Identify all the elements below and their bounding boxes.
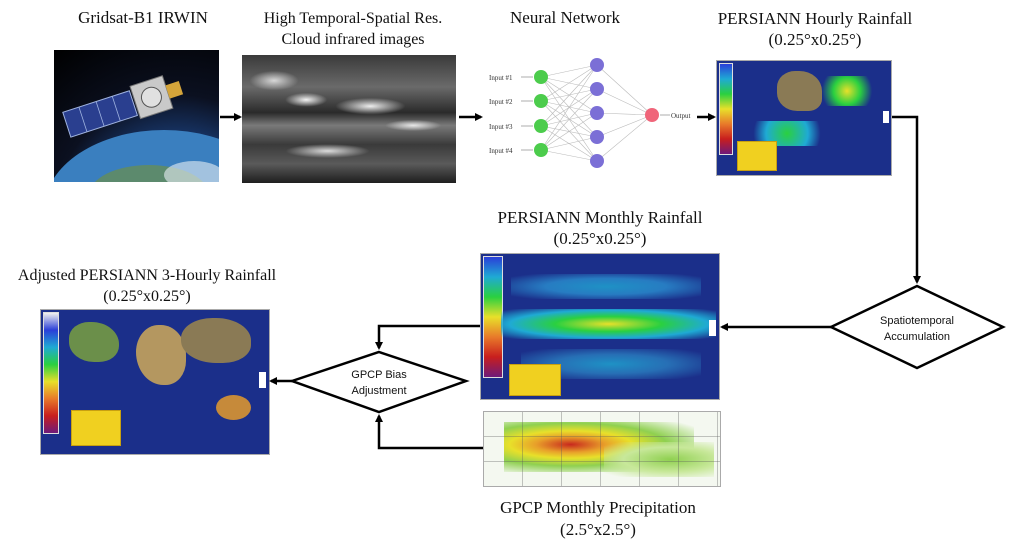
bias-adjustment-diamond <box>288 350 470 414</box>
monthly-map-zoom-control <box>709 320 716 336</box>
gpcp-map-rain-2 <box>604 442 714 477</box>
nn-output-label: Output <box>671 112 691 120</box>
arrow-hourly-to-accumulation <box>892 115 921 284</box>
cloud-title-line1: High Temporal-Spatial Res. <box>263 10 443 27</box>
monthly-map-legend <box>483 256 503 378</box>
nn-hidden-node-1 <box>590 58 604 72</box>
adjusted-map-land-na <box>69 322 119 362</box>
adjusted-title-line1: Adjusted PERSIANN 3-Hourly Rainfall <box>17 267 277 284</box>
gridsat-label: Gridsat-B1 IRWIN <box>58 8 228 28</box>
monthly-map-stats-box <box>509 364 561 396</box>
nn-input-label-1: Input #1 <box>489 74 513 82</box>
gpcp-title-line2: (2.5°x2.5°) <box>560 520 636 539</box>
arrow-monthly-to-bias <box>375 324 480 350</box>
monthly-rainfall-map <box>480 253 720 400</box>
adjusted-title-line2: (0.25°x0.25°) <box>103 288 191 305</box>
arrow-gpcp-to-bias <box>375 414 483 450</box>
cloud-infrared-image <box>242 55 456 183</box>
cloud-title-line2: Cloud infrared images <box>281 31 425 48</box>
nn-hidden-node-4 <box>590 130 604 144</box>
gpcp-precipitation-map <box>483 411 721 487</box>
hourly-label: PERSIANN Hourly Rainfall (0.25°x0.25°) <box>690 8 940 50</box>
bias-text-line2: Adjustment <box>351 385 406 397</box>
accumulation-text-line1: Spatiotemporal <box>880 315 954 327</box>
monthly-title-line2: (0.25°x0.25°) <box>553 229 647 248</box>
adjusted-label: Adjusted PERSIANN 3-Hourly Rainfall (0.2… <box>2 265 292 307</box>
hourly-map-zoom-control <box>883 111 889 123</box>
gpcp-title-line1: GPCP Monthly Precipitation <box>500 498 696 517</box>
nn-hidden-node-2 <box>590 82 604 96</box>
nn-input-node-4 <box>534 143 548 157</box>
hourly-map-land <box>777 71 822 111</box>
satellite-icon <box>54 75 219 182</box>
nn-input-node-3 <box>534 119 548 133</box>
adjusted-map-legend <box>43 312 59 434</box>
accumulation-diamond <box>828 284 1006 370</box>
nn-input-label-4: Input #4 <box>489 147 513 155</box>
nn-label: Neural Network <box>490 8 640 28</box>
bias-text-line1: GPCP Bias <box>351 369 407 381</box>
monthly-label: PERSIANN Monthly Rainfall (0.25°x0.25°) <box>470 207 730 249</box>
hourly-map-rain <box>817 76 877 106</box>
adjusted-map-land-au <box>216 395 251 420</box>
nn-input-label-2: Input #2 <box>489 98 513 106</box>
nn-hidden-node-3 <box>590 106 604 120</box>
gridsat-title: Gridsat-B1 IRWIN <box>78 8 208 27</box>
adjusted-map-land-as <box>181 318 251 363</box>
cloud-images-label: High Temporal-Spatial Res. Cloud infrare… <box>238 8 468 50</box>
adjusted-map-zoom-control <box>259 372 266 388</box>
hourly-map-legend <box>719 63 733 155</box>
satellite-image <box>54 50 219 182</box>
nn-title: Neural Network <box>510 8 620 27</box>
hourly-rainfall-map <box>716 60 892 176</box>
gpcp-label: GPCP Monthly Precipitation (2.5°x2.5°) <box>468 497 728 541</box>
nn-input-node-2 <box>534 94 548 108</box>
gpcp-map-gridlines <box>484 412 720 486</box>
adjusted-map-stats-box <box>71 410 121 446</box>
adjusted-map-land-af <box>136 325 186 385</box>
monthly-title-line1: PERSIANN Monthly Rainfall <box>497 208 703 227</box>
hourly-title-line2: (0.25°x0.25°) <box>768 30 862 49</box>
hourly-title-line1: PERSIANN Hourly Rainfall <box>717 9 913 28</box>
adjusted-rainfall-map <box>40 309 270 455</box>
neural-network-diagram: Input #1 Input #2 Input #3 Input #4 Outp… <box>489 58 691 168</box>
monthly-map-band-2 <box>511 274 701 299</box>
accumulation-text-line2: Accumulation <box>884 331 950 343</box>
hourly-map-stats-box <box>737 141 777 171</box>
nn-input-label-3: Input #3 <box>489 123 513 131</box>
nn-input-node-1 <box>534 70 548 84</box>
monthly-map-band <box>501 309 716 339</box>
nn-hidden-node-5 <box>590 154 604 168</box>
nn-output-node <box>645 108 659 122</box>
